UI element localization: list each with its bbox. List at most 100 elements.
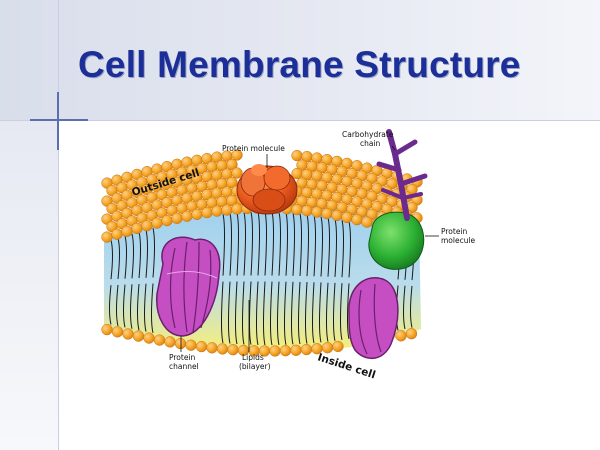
carbohydrate-label-line2: chain bbox=[360, 139, 381, 148]
membrane-diagram: Carbohydrate chain Protein molecule Outs… bbox=[101, 129, 476, 381]
lipid-head bbox=[211, 205, 223, 217]
protein-molecule-red bbox=[236, 164, 298, 215]
lipid-head bbox=[227, 344, 239, 356]
lipid-head bbox=[121, 225, 133, 237]
lipid-head bbox=[311, 206, 323, 218]
lipid-tail bbox=[151, 283, 154, 334]
lipid-head bbox=[185, 339, 197, 351]
lipid-tail bbox=[124, 235, 127, 279]
lipid-head bbox=[361, 216, 373, 228]
lipid-head bbox=[216, 343, 229, 355]
lipid-tail bbox=[221, 281, 224, 344]
lipid-tail bbox=[144, 283, 147, 332]
lipid-head bbox=[181, 210, 193, 222]
lipid-tail bbox=[312, 282, 315, 344]
lipid-head bbox=[131, 222, 143, 235]
lipid-tail bbox=[347, 283, 350, 340]
lipid-tail bbox=[327, 217, 330, 277]
inner-lipid-layer bbox=[101, 323, 418, 357]
lipids-label-line2: (bilayer) bbox=[239, 362, 271, 371]
lipid-tail bbox=[222, 214, 225, 276]
title-band bbox=[0, 0, 600, 120]
lipid-tail bbox=[123, 284, 126, 328]
lipid-head bbox=[195, 340, 208, 353]
protein-molecule-right-label-line1: Protein bbox=[441, 227, 468, 236]
lipid-head bbox=[341, 211, 353, 224]
lipid-head bbox=[141, 220, 153, 232]
carbohydrate-label-line1: Carbohydrate bbox=[342, 130, 394, 139]
lipid-tail bbox=[326, 282, 329, 342]
slide-title: Cell Membrane Structure bbox=[78, 44, 521, 85]
lipid-head bbox=[111, 228, 123, 240]
lipid-tail bbox=[278, 212, 281, 276]
lipid-head bbox=[153, 334, 166, 346]
lipid-tail bbox=[292, 213, 295, 276]
lipid-head bbox=[351, 214, 363, 226]
lipid-head bbox=[231, 149, 243, 161]
lipid-tail bbox=[235, 281, 238, 345]
lipid-tail bbox=[340, 283, 343, 341]
lipid-head bbox=[221, 204, 233, 216]
lipid-tail bbox=[250, 212, 253, 276]
protein-molecule-right-label-line2: molecule bbox=[441, 236, 476, 245]
lipid-head bbox=[332, 340, 344, 353]
leader-lines bbox=[180, 145, 439, 352]
lipid-tail bbox=[348, 221, 351, 278]
protein-channel-label-line2: channel bbox=[169, 362, 199, 371]
lipid-tail bbox=[271, 211, 274, 276]
lipid-tail bbox=[270, 281, 273, 346]
lipid-head bbox=[191, 208, 203, 220]
lipid-tail bbox=[257, 211, 260, 276]
lipid-head bbox=[279, 345, 292, 357]
lipid-head bbox=[143, 332, 155, 344]
membrane-figure: Carbohydrate chain Protein molecule Outs… bbox=[99, 124, 480, 413]
lipid-tail bbox=[319, 282, 322, 343]
lipid-head bbox=[291, 203, 303, 216]
lipid-tail bbox=[306, 214, 309, 277]
lipid-head bbox=[331, 209, 343, 222]
lipid-head bbox=[174, 337, 187, 350]
lipid-head bbox=[171, 212, 183, 224]
lipid-tail bbox=[236, 212, 239, 276]
lipid-head bbox=[122, 328, 134, 340]
lipid-head bbox=[161, 214, 173, 227]
crosshair-horizontal bbox=[30, 119, 88, 121]
lipid-tail bbox=[256, 281, 259, 345]
lipid-tail bbox=[242, 281, 245, 345]
lipid-head bbox=[321, 342, 334, 354]
inner-protein bbox=[348, 277, 399, 359]
lipid-tail bbox=[291, 281, 294, 345]
lipid-head bbox=[206, 342, 218, 354]
lipid-tail bbox=[110, 239, 113, 280]
lipid-tail bbox=[285, 212, 288, 276]
lipid-head bbox=[101, 231, 113, 243]
lipid-tail bbox=[249, 281, 252, 345]
protein-molecule-top-label: Protein molecule bbox=[222, 144, 285, 153]
lipid-tail bbox=[130, 284, 133, 329]
lipid-head bbox=[151, 217, 163, 229]
lipid-tail bbox=[305, 282, 308, 344]
lipid-tail bbox=[320, 216, 323, 277]
lipid-tail bbox=[116, 284, 119, 327]
lipid-tail bbox=[333, 282, 336, 341]
lipid-head bbox=[269, 345, 281, 357]
title-divider bbox=[0, 120, 600, 121]
lipid-head bbox=[321, 207, 333, 220]
lipid-tail bbox=[243, 212, 246, 276]
lipid-tail bbox=[138, 231, 141, 279]
lipid-tail bbox=[137, 283, 140, 331]
protein-channel-label-line1: Protein bbox=[169, 353, 196, 362]
lipid-head bbox=[201, 206, 213, 219]
lipid-head bbox=[111, 326, 124, 338]
protein-channel bbox=[156, 236, 221, 337]
lipid-tail bbox=[334, 218, 337, 277]
lipid-head bbox=[231, 167, 243, 179]
lipid-tail bbox=[410, 285, 413, 328]
lipid-tail bbox=[313, 215, 316, 277]
lipid-head bbox=[226, 176, 238, 189]
lipid-tail bbox=[131, 233, 134, 279]
carbohydrate-chain bbox=[376, 129, 428, 221]
lipid-head bbox=[164, 336, 176, 348]
lipid-head bbox=[231, 203, 243, 215]
